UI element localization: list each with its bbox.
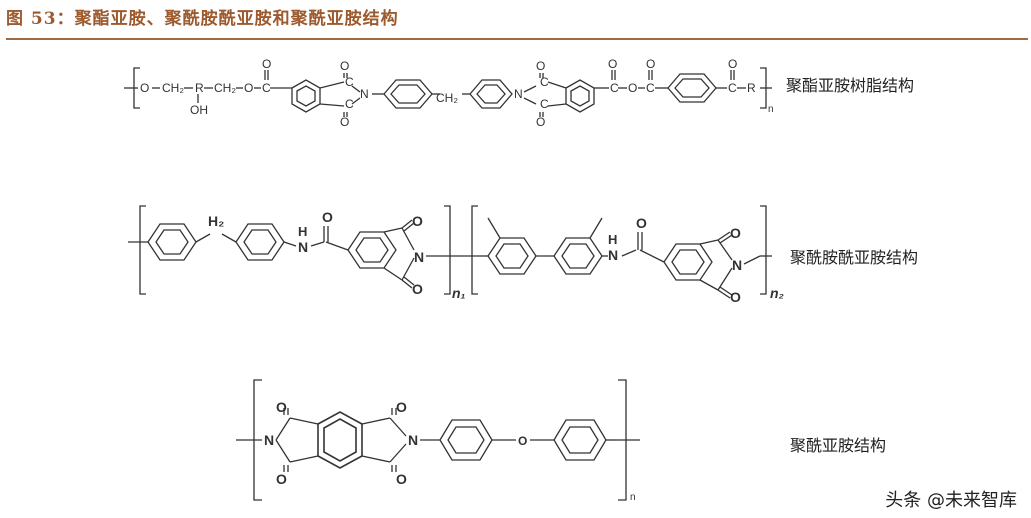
s3-n: n	[630, 492, 636, 503]
s1-o5: O	[340, 115, 349, 129]
s1-c4: C	[540, 75, 549, 89]
s1-n: n	[768, 104, 774, 115]
s2-o6: O	[730, 289, 741, 305]
label-polyamideimide: 聚酰胺酰亚胺结构	[790, 248, 919, 267]
s1-c3: C	[345, 97, 354, 111]
watermark: 头条 @未来智库	[885, 490, 1017, 511]
s2-o1: O	[322, 209, 333, 225]
s1-r2: R	[747, 81, 756, 95]
s1-ch2a: CH₂	[162, 81, 184, 95]
s1-o10: O	[628, 81, 637, 95]
s2-n-imide2: N	[732, 257, 742, 273]
s2-h3: H	[608, 232, 617, 247]
s1-o1: O	[140, 81, 149, 95]
s2-h1: H	[298, 224, 307, 239]
label-polyesterimide: 聚酯亚胺树脂结构	[786, 76, 915, 95]
s3-o4: O	[396, 471, 407, 487]
s1-c6: C	[610, 81, 619, 95]
polyamideimide-structure: H₂ H N O O N O n₁ H N O O N O n₂	[128, 205, 784, 305]
s1-o9: O	[608, 57, 617, 71]
s3-n1: N	[264, 432, 274, 448]
s3-o5: O	[518, 434, 527, 448]
s1-o11: O	[646, 57, 655, 71]
s2-n-amide2: N	[608, 247, 618, 263]
s1-c7: C	[646, 81, 655, 95]
s2-o4: O	[636, 215, 647, 231]
figure-title: 图 53：聚酯亚胺、聚酰胺酰亚胺和聚酰亚胺结构	[6, 9, 399, 29]
s1-o2: O	[244, 81, 253, 95]
s1-n2: N	[514, 87, 523, 101]
s2-n-imide1: N	[414, 249, 424, 265]
s1-o12: O	[728, 57, 737, 71]
s1-o4: O	[340, 59, 349, 73]
title-divider	[6, 38, 1028, 40]
s2-o2: O	[412, 213, 423, 229]
s1-o3: O	[262, 57, 271, 71]
s2-n2: n₂	[770, 285, 784, 301]
label-polyimide: 聚酰亚胺结构	[790, 436, 887, 455]
s2-o5: O	[730, 225, 741, 241]
polyesterimide-structure: O CH₂ R OH CH₂ O C O O C C N O CH₂ N O O…	[124, 57, 774, 129]
s2-n1: n₁	[452, 285, 466, 301]
s1-o8: O	[536, 115, 545, 129]
s1-c5: C	[540, 97, 549, 111]
s2-h2: H₂	[208, 213, 224, 229]
s1-ch2b: CH₂	[214, 81, 236, 95]
s1-c8: C	[728, 81, 737, 95]
s1-n1: N	[360, 87, 369, 101]
s3-o2: O	[276, 471, 287, 487]
polyimide-structure: O O O O N N O n	[236, 379, 640, 503]
s1-c2: C	[345, 75, 354, 89]
s1-ch2c: CH₂	[436, 91, 458, 105]
s2-n-amide1: N	[298, 239, 308, 255]
s1-r: R	[195, 81, 204, 95]
s3-o1: O	[276, 399, 287, 415]
s1-oh: OH	[190, 103, 208, 117]
s3-o3: O	[396, 399, 407, 415]
s1-c1: C	[262, 81, 271, 95]
s2-o3: O	[412, 281, 423, 297]
s1-o7: O	[536, 59, 545, 73]
s3-n2: N	[408, 432, 418, 448]
